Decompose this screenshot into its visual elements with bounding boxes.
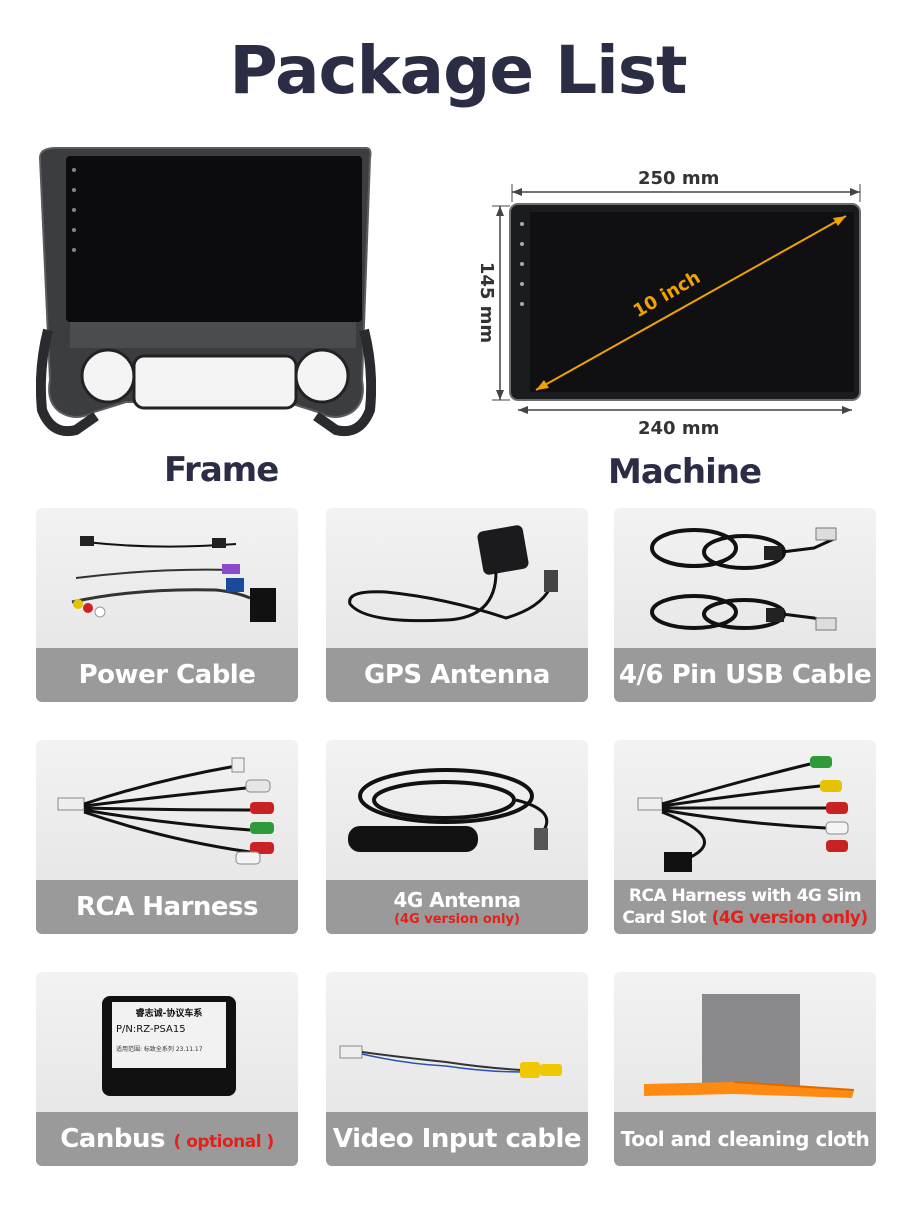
width-bottom-dimension: 240 mm <box>638 418 720 439</box>
item-rca-harness: RCA Harness <box>36 740 298 934</box>
item-power-cable: Power Cable <box>36 508 298 702</box>
frame-image <box>36 147 376 436</box>
machine-label: Machine <box>608 452 762 492</box>
gps-antenna-image <box>348 525 558 623</box>
canbus-banner: Canbus ( optional ) <box>36 1112 298 1166</box>
tool-cloth-image <box>644 994 855 1098</box>
canbus-optional: ( optional ) <box>173 1132 275 1152</box>
power-cable-banner: Power Cable <box>36 648 298 702</box>
4g-antenna-image <box>348 768 549 852</box>
item-gps-antenna: GPS Antenna <box>326 508 588 702</box>
power-cable-image <box>71 536 276 622</box>
rca-harness-image <box>57 757 274 865</box>
rca-harness-4g-image <box>637 756 849 872</box>
video-input-cable-image <box>339 1045 562 1078</box>
usb-cable-banner: 4/6 Pin USB Cable <box>614 648 876 702</box>
video-input-cable-banner: Video Input cable <box>326 1112 588 1166</box>
item-tool-cloth: Tool and cleaning cloth <box>614 972 876 1166</box>
power-cable-label: Power Cable <box>78 660 256 690</box>
canbus-image <box>102 996 236 1096</box>
4g-antenna-label: 4G Antenna <box>393 887 521 912</box>
tool-cloth-label: Tool and cleaning cloth <box>620 1127 870 1151</box>
item-usb-cable: 4/6 Pin USB Cable <box>614 508 876 702</box>
item-rca-harness-4g: RCA Harness with 4G Sim Card Slot (4G ve… <box>614 740 876 934</box>
machine-image <box>492 184 861 414</box>
canbus-box-line3: 适用范围: 标致全系列 23.11.17 <box>116 1046 203 1053</box>
gps-antenna-banner: GPS Antenna <box>326 648 588 702</box>
item-video-input-cable: Video Input cable <box>326 972 588 1166</box>
item-4g-antenna: 4G Antenna (4G version only) <box>326 740 588 934</box>
tool-cloth-banner: Tool and cleaning cloth <box>614 1112 876 1166</box>
rca-harness-4g-label-line1: RCA Harness with 4G Sim <box>628 886 862 906</box>
frame-label: Frame <box>164 450 279 490</box>
height-dimension: 145 mm <box>476 261 498 344</box>
rca-harness-4g-label-prefix: Card Slot <box>622 908 712 928</box>
4g-antenna-note: (4G version only) <box>394 911 520 927</box>
gps-antenna-label: GPS Antenna <box>364 660 550 690</box>
width-top-dimension: 250 mm <box>638 168 720 189</box>
canbus-label-row: Canbus ( optional ) <box>60 1124 274 1154</box>
usb-cable-label: 4/6 Pin USB Cable <box>618 660 872 690</box>
usb-cable-image <box>650 527 837 631</box>
rca-harness-4g-note: (4G version only) <box>711 908 869 928</box>
rca-harness-4g-label-line2: Card Slot (4G version only) <box>622 907 869 929</box>
item-canbus: 睿志诚-协议车系 P/N:RZ-PSA15 适用范围: 标致全系列 23.11.… <box>36 972 298 1166</box>
rca-harness-banner: RCA Harness <box>36 880 298 934</box>
canbus-label: Canbus <box>60 1124 165 1154</box>
canbus-box-line2: P/N:RZ-PSA15 <box>116 1024 186 1035</box>
canbus-box-line1: 睿志诚-协议车系 <box>135 1009 203 1019</box>
page-title: Package List <box>229 32 687 109</box>
4g-antenna-banner: 4G Antenna (4G version only) <box>326 880 588 934</box>
rca-harness-4g-banner: RCA Harness with 4G Sim Card Slot (4G ve… <box>614 880 876 934</box>
video-input-cable-label: Video Input cable <box>332 1124 582 1154</box>
rca-harness-label: RCA Harness <box>76 892 259 922</box>
